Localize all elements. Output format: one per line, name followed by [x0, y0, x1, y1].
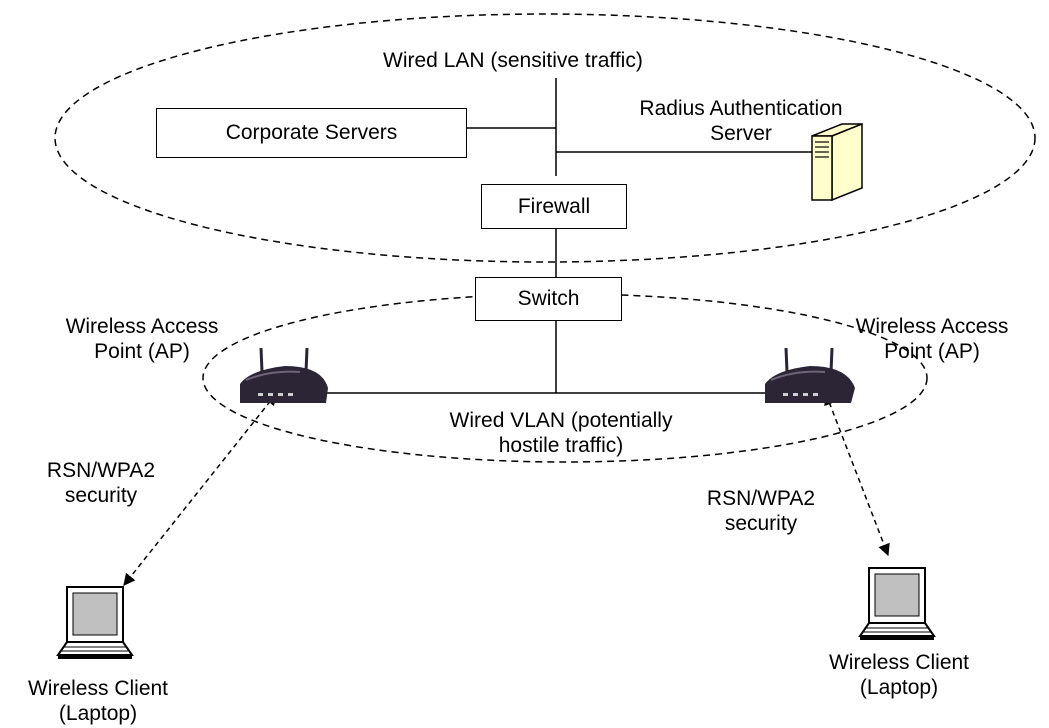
left-client-label-line2: (Laptop): [58, 702, 138, 725]
left-wireless-link: [123, 393, 277, 586]
laptop-icon: [56, 586, 134, 659]
right-access-point-label-line2: Point (AP): [884, 340, 980, 363]
firewall-label: Firewall: [517, 194, 591, 218]
left-access-point-label-line2: Point (AP): [94, 340, 190, 363]
left-client-label-line1: Wireless Client: [27, 677, 169, 700]
wireless-router-icon: [240, 347, 328, 403]
vlan-label-line2: hostile traffic): [498, 434, 624, 457]
right-security-label: RSN/WPA2 security: [694, 486, 828, 536]
wired-connections: [310, 78, 812, 394]
firewall-node: Firewall: [481, 184, 627, 229]
corporate-servers-node: Corporate Servers: [156, 108, 467, 158]
left-access-point-label-line1: Wireless Access: [65, 315, 219, 338]
laptop-icon: [858, 567, 936, 640]
left-security-label: RSN/WPA2 security: [34, 458, 168, 508]
right-access-point-label-line1: Wireless Access: [855, 315, 1009, 338]
switch-node: Switch: [475, 277, 622, 321]
left-access-point-label: Wireless Access Point (AP): [44, 314, 240, 364]
switch-label: Switch: [517, 287, 580, 310]
right-client-label-line1: Wireless Client: [828, 651, 970, 674]
corporate-servers-label: Corporate Servers: [225, 121, 398, 144]
vlan-label: Wired VLAN (potentially hostile traffic): [436, 408, 686, 458]
vlan-label-line1: Wired VLAN (potentially: [449, 409, 673, 432]
right-wireless-link: [824, 392, 890, 557]
right-client-label: Wireless Client (Laptop): [807, 650, 991, 700]
right-security-label-line2: security: [724, 512, 798, 535]
wired-lan-zone: [54, 13, 1036, 263]
left-security-label-line1: RSN/WPA2: [46, 459, 156, 482]
right-client-label-line2: (Laptop): [859, 676, 939, 699]
right-access-point-label: Wireless Access Point (AP): [834, 314, 1030, 364]
left-security-label-line2: security: [64, 484, 138, 507]
left-client-label: Wireless Client (Laptop): [6, 676, 190, 726]
wired-lan-label: Wired LAN (sensitive traffic): [383, 49, 643, 72]
right-security-label-line1: RSN/WPA2: [706, 487, 816, 510]
wireless-router-icon: [765, 347, 855, 403]
server-tower-icon: [811, 122, 863, 202]
radius-server-label-line1: Radius Authentication: [639, 97, 843, 120]
radius-server-label: Radius Authentication Server: [606, 96, 876, 146]
radius-server-label-line2: Server: [710, 122, 772, 145]
